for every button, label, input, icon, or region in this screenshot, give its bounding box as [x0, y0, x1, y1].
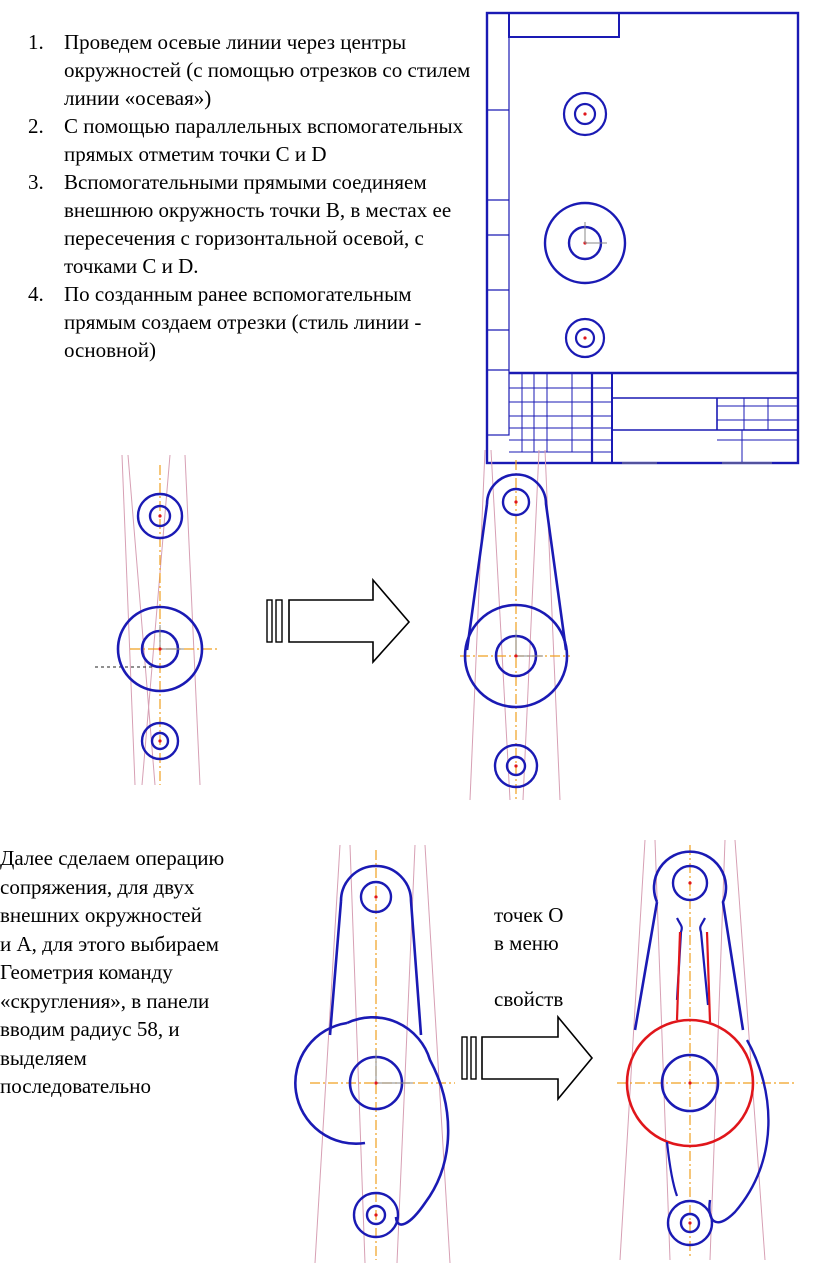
paragraph-line: «скругления», в панели [0, 988, 210, 1013]
drawing-stage-fillet-result [617, 839, 795, 1261]
drawing-stage-fillet-outline [294, 844, 455, 1263]
paragraph-line: и А, для этого выбираем [0, 931, 219, 956]
step-text: По созданным ранее вспомогательным прямы… [64, 282, 422, 362]
paragraph-line: выделяем [0, 1045, 87, 1070]
steps-list: 1. Проведем осевые линии через центры окр… [28, 28, 478, 364]
step-number: 1. [28, 30, 44, 54]
drawing-stage-segments [460, 449, 570, 801]
step-item: 1. Проведем осевые линии через центры окр… [28, 28, 478, 112]
paragraph-line: внешних окружностей [0, 903, 202, 927]
instruction-paragraph: Далее сделаем операцию сопряжения, для д… [0, 844, 300, 1101]
paragraph-line: вводим радиус 58, и [0, 1017, 180, 1041]
side-text-line: в меню [494, 931, 559, 955]
step-text: С помощью параллельных вспомогательных п… [64, 114, 464, 166]
step-number: 4. [28, 282, 44, 306]
paragraph-line: Геометрия команду [0, 960, 173, 984]
step-item: 4. По созданным ранее вспомогательным пря… [28, 280, 478, 364]
arrow-icon [461, 1014, 594, 1102]
side-text-line: свойств [494, 987, 564, 1011]
step-item: 2. С помощью параллельных вспомогательных… [28, 112, 478, 168]
step-text: Проведем осевые линии через центры окруж… [64, 30, 471, 110]
paragraph-line: Далее сделаем операцию [0, 846, 225, 870]
step-number: 3. [28, 170, 44, 194]
step-text: Вспомогательными прямыми соединяем внешн… [64, 170, 452, 278]
drawing-stage-axes [95, 454, 220, 786]
side-text-line: точек О [494, 903, 564, 927]
drawing-sheet [485, 11, 800, 465]
step-number: 2. [28, 114, 44, 138]
paragraph-line: сопряжения, для двух [0, 874, 195, 899]
paragraph-line: последовательно [0, 1074, 151, 1098]
step-item: 3. Вспомогательными прямыми соединяем вне… [28, 168, 478, 280]
arrow-icon [266, 577, 411, 665]
